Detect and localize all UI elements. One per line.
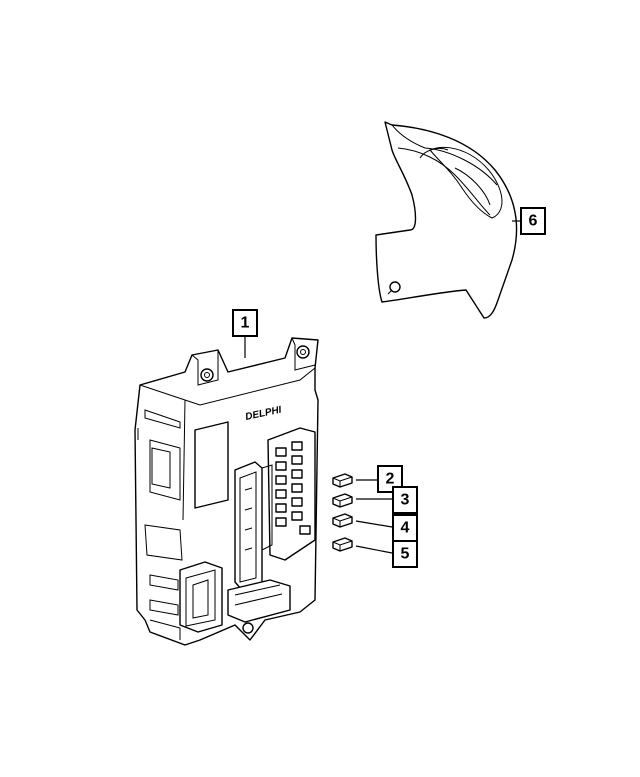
fuse-4 xyxy=(332,513,353,528)
leader-line-5 xyxy=(355,545,393,554)
callout-3-label: 3 xyxy=(401,492,410,509)
control-module: DELPHI xyxy=(134,337,319,646)
callout-1: 1 xyxy=(232,309,258,337)
fuse-2 xyxy=(332,473,353,488)
callout-1-label: 1 xyxy=(241,315,250,332)
callout-6: 6 xyxy=(520,207,546,235)
callout-3: 3 xyxy=(392,486,418,514)
callout-2-label: 2 xyxy=(386,471,395,488)
fuse-slots xyxy=(275,441,311,535)
callout-5-label: 5 xyxy=(401,546,410,563)
callout-4: 4 xyxy=(392,514,418,542)
callout-5: 5 xyxy=(392,540,418,568)
callout-6-label: 6 xyxy=(529,213,538,230)
leader-line-4 xyxy=(355,520,393,528)
fuse-5 xyxy=(332,537,353,552)
cover-bracket xyxy=(375,121,518,319)
callout-4-label: 4 xyxy=(401,520,410,537)
fuse-3 xyxy=(332,493,353,508)
